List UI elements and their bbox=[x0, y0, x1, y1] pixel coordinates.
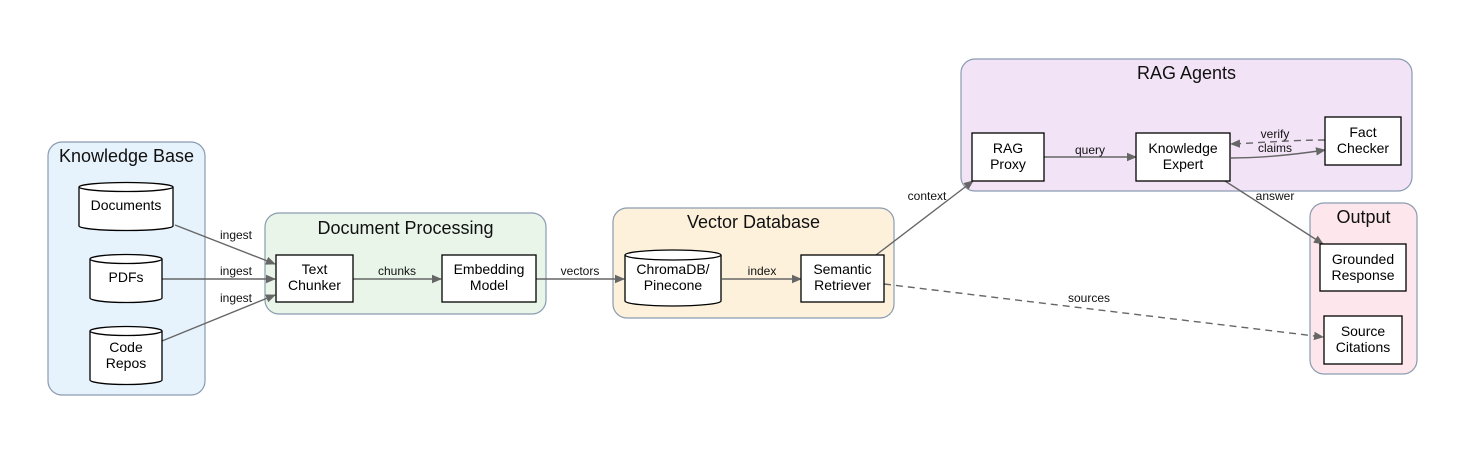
edge-label-chromadb-retriever: index bbox=[748, 264, 777, 278]
node-knowledge-expert-label-1: Knowledge bbox=[1148, 140, 1217, 156]
node-pdfs: PDFs bbox=[89, 253, 163, 304]
node-source-citations-label-2: Citations bbox=[1336, 339, 1390, 355]
node-code-repos: Code Repos bbox=[89, 325, 163, 386]
cluster-rag-agents-box bbox=[960, 58, 1413, 192]
edge-documents-to-chunker bbox=[174, 224, 276, 265]
edge-label-pdfs-chunker: ingest bbox=[220, 264, 253, 278]
edge-label-retriever-citations: sources bbox=[1068, 291, 1110, 305]
cluster-rag-agents: RAG Agents bbox=[960, 58, 1413, 192]
edge-checker-to-expert bbox=[1230, 139, 1326, 148]
node-source-citations-label-1: Source bbox=[1341, 323, 1386, 339]
node-semantic-retriever-label-1: Semantic bbox=[813, 261, 871, 277]
node-grounded-response-label-2: Response bbox=[1331, 267, 1394, 283]
node-fact-checker-label-1: Fact bbox=[1349, 124, 1376, 140]
node-pdfs-label: PDFs bbox=[109, 269, 144, 285]
node-chromadb-pinecone: ChromaDB/ Pinecone bbox=[624, 249, 722, 307]
node-semantic-retriever: Semantic Retriever bbox=[800, 254, 885, 303]
node-text-chunker-label-2: Chunker bbox=[288, 277, 341, 293]
edge-expert-to-response bbox=[1224, 180, 1324, 245]
edge-repos-to-chunker bbox=[161, 294, 276, 342]
edge-expert-to-checker bbox=[1230, 147, 1326, 159]
edge-label-expert-response: answer bbox=[1256, 189, 1295, 203]
edge-label-embedding-chromadb: vectors bbox=[561, 264, 600, 278]
cluster-vector-database-title: Vector Database bbox=[687, 212, 820, 232]
edge-label-repos-chunker: ingest bbox=[220, 291, 253, 305]
edge-label-chunker-embedding: chunks bbox=[378, 264, 416, 278]
node-text-chunker-label-1: Text bbox=[302, 261, 328, 277]
node-rag-proxy: RAG Proxy bbox=[971, 132, 1045, 182]
node-grounded-response-label-1: Grounded bbox=[1332, 251, 1394, 267]
node-grounded-response: Grounded Response bbox=[1319, 243, 1407, 292]
node-embedding-model-label-2: Model bbox=[470, 277, 508, 293]
node-documents: Documents bbox=[78, 181, 174, 232]
edge-label-retriever-proxy: context bbox=[908, 189, 947, 203]
node-source-citations: Source Citations bbox=[1323, 315, 1403, 365]
cluster-knowledge-base-title: Knowledge Base bbox=[59, 146, 194, 166]
node-chromadb-label-2: Pinecone bbox=[644, 277, 703, 293]
edge-label-checker-expert: verify bbox=[1261, 127, 1290, 141]
cluster-document-processing-title: Document Processing bbox=[317, 218, 493, 238]
cluster-output-title: Output bbox=[1336, 207, 1390, 227]
edge-retriever-to-citations bbox=[883, 283, 1324, 341]
node-documents-label: Documents bbox=[91, 197, 162, 213]
node-fact-checker-label-2: Checker bbox=[1337, 140, 1389, 156]
node-fact-checker: Fact Checker bbox=[1324, 116, 1402, 166]
node-knowledge-expert: Knowledge Expert bbox=[1135, 132, 1231, 182]
node-knowledge-expert-label-2: Expert bbox=[1163, 156, 1204, 172]
node-text-chunker: Text Chunker bbox=[275, 254, 354, 303]
node-chromadb-label-1: ChromaDB/ bbox=[636, 261, 709, 277]
node-embedding-model-label-1: Embedding bbox=[454, 261, 525, 277]
edge-label-proxy-expert: query bbox=[1075, 143, 1105, 157]
node-code-repos-label-1: Code bbox=[109, 339, 143, 355]
edge-label-expert-checker: claims bbox=[1258, 141, 1292, 155]
node-rag-proxy-label-1: RAG bbox=[993, 140, 1023, 156]
node-semantic-retriever-label-2: Retriever bbox=[814, 277, 871, 293]
edge-label-documents-chunker: ingest bbox=[220, 228, 253, 242]
node-rag-proxy-label-2: Proxy bbox=[990, 156, 1026, 172]
cluster-rag-agents-title: RAG Agents bbox=[1137, 63, 1236, 83]
edge-retriever-to-proxy bbox=[875, 180, 974, 256]
edges: ingest ingest ingest chunks vectors inde… bbox=[161, 127, 1326, 342]
node-embedding-model: Embedding Model bbox=[441, 254, 537, 303]
node-code-repos-label-2: Repos bbox=[106, 355, 146, 371]
